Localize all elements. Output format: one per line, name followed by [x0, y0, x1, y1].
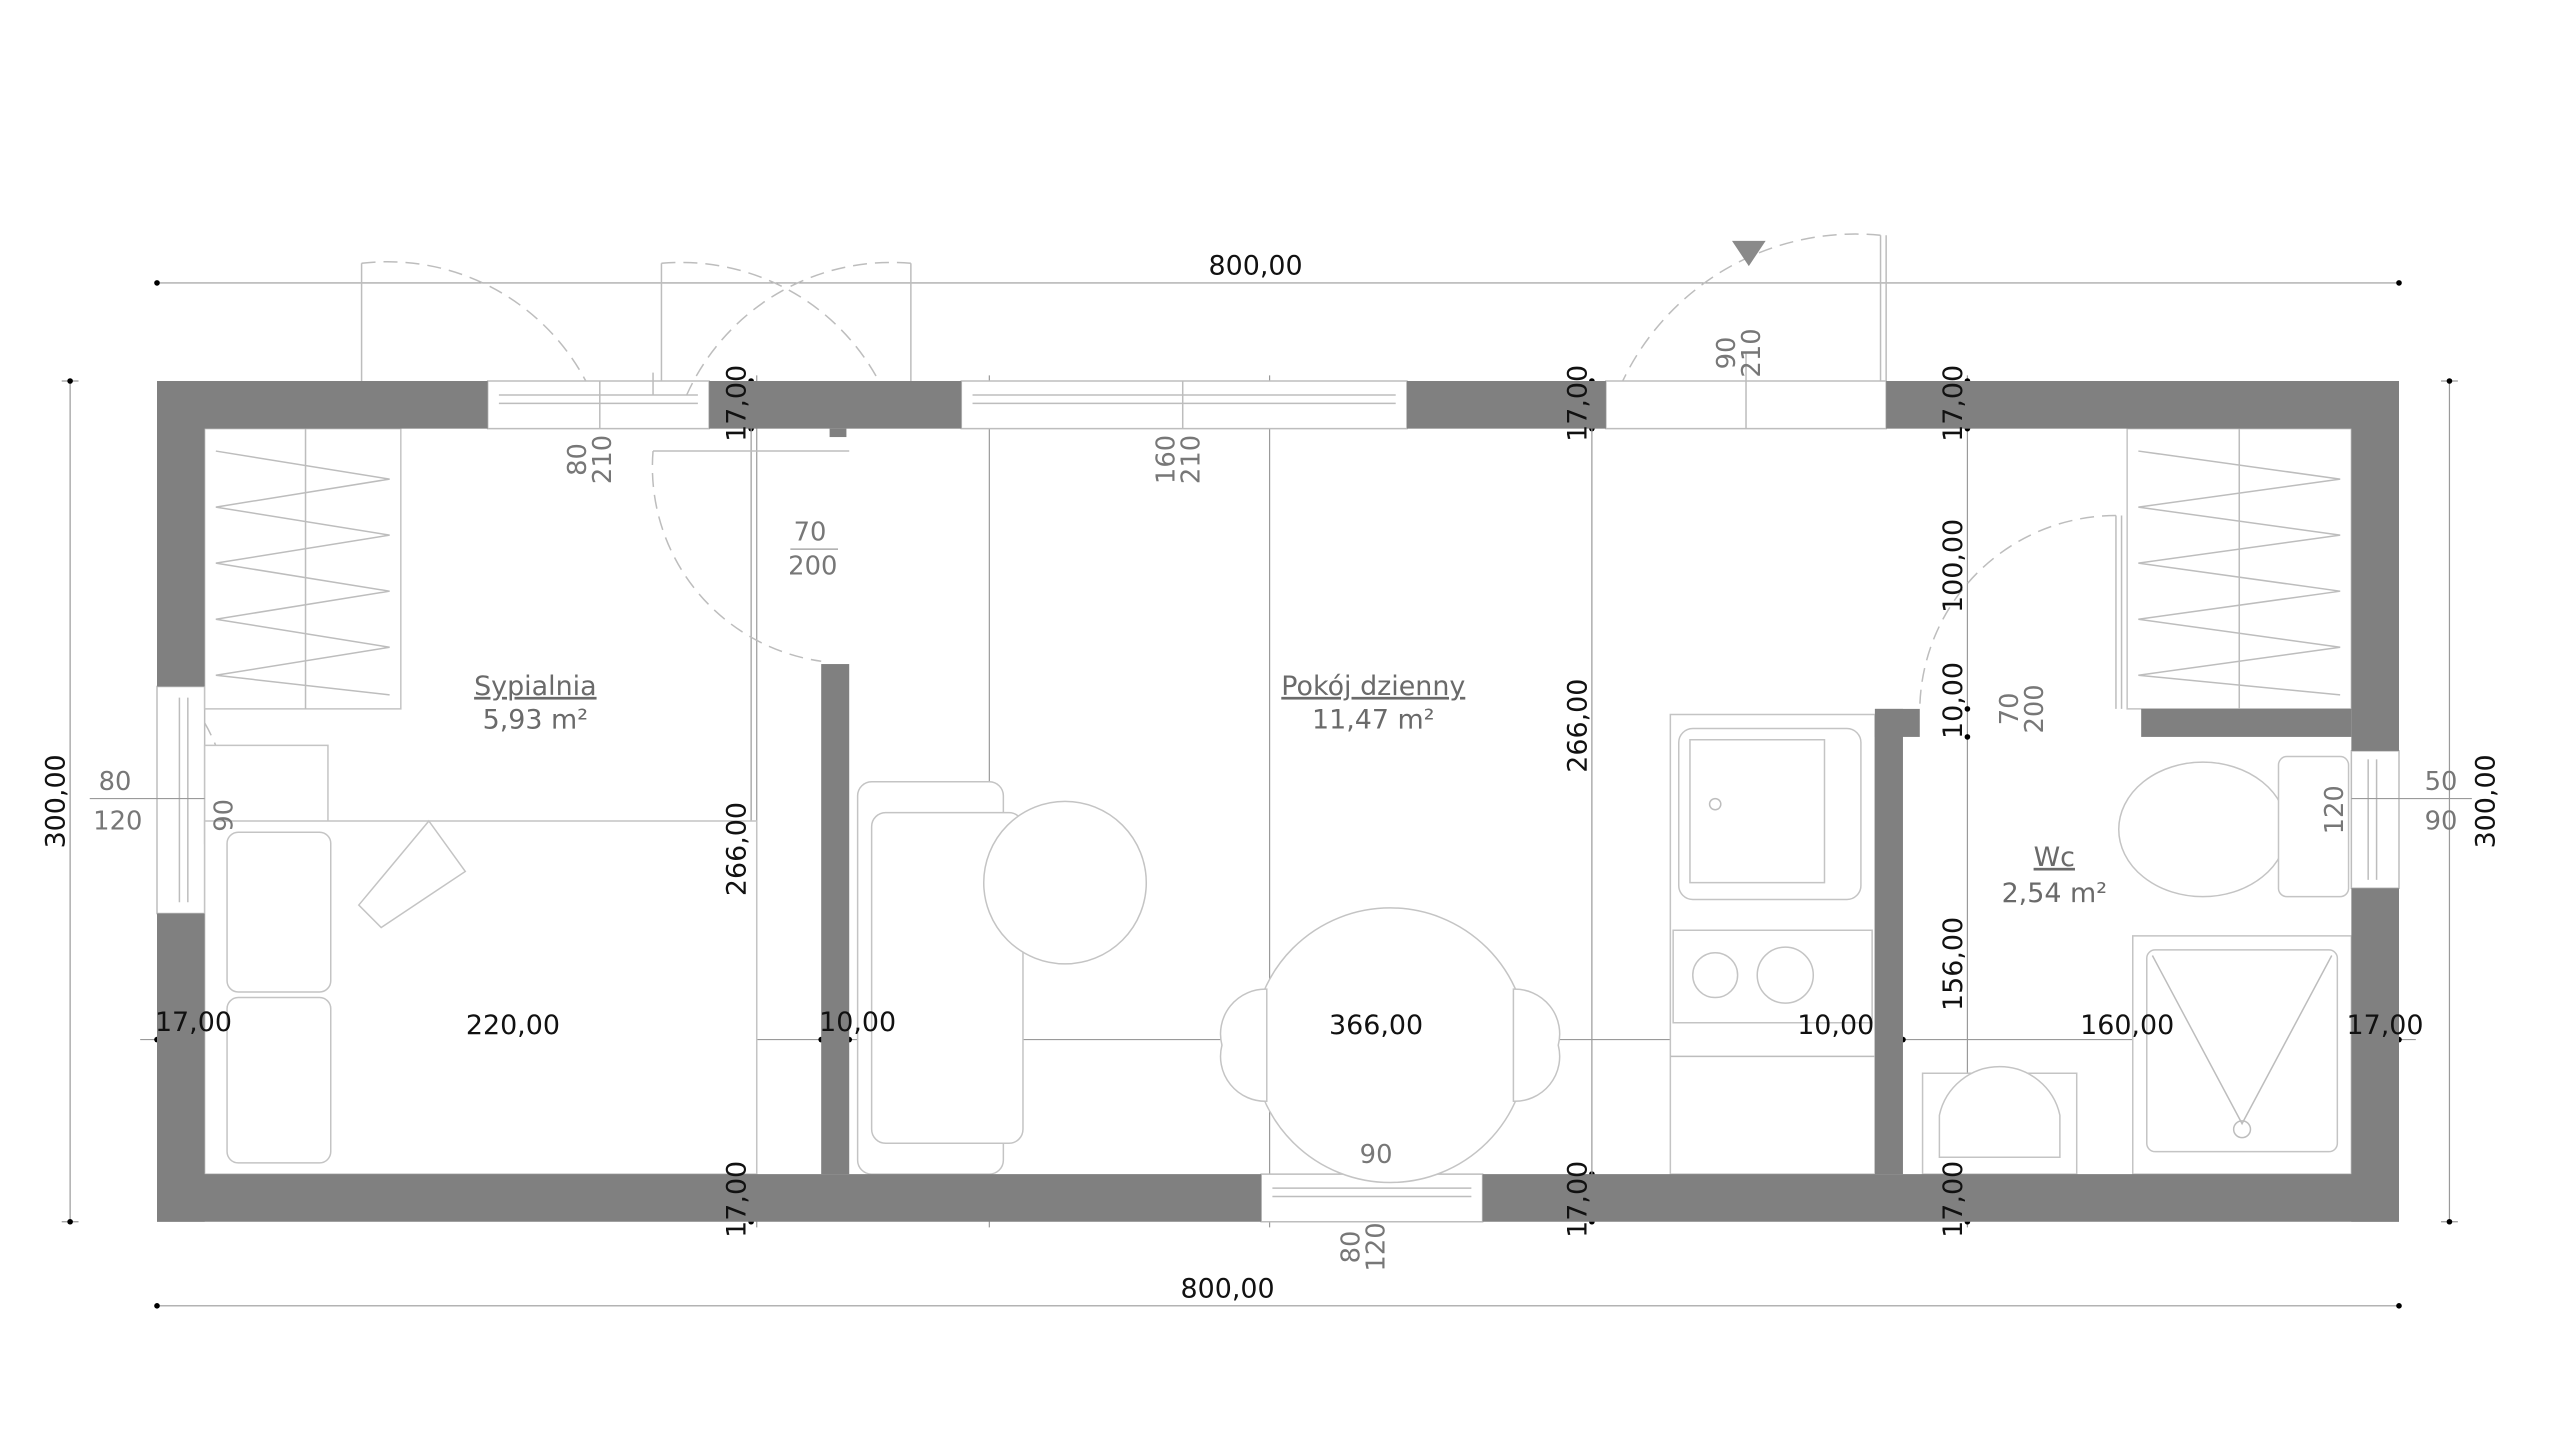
dim-wc-upper: 100,00 — [1938, 519, 1969, 613]
svg-text:80: 80 — [99, 767, 132, 797]
svg-text:160: 160 — [1151, 435, 1181, 484]
opening-labels: 80 210 160 210 90 210 70 200 80 120 90 7… — [90, 328, 2472, 1272]
svg-text:120: 120 — [2320, 785, 2350, 834]
svg-text:210: 210 — [588, 435, 618, 484]
svg-text:210: 210 — [1177, 435, 1207, 484]
svg-text:210: 210 — [1737, 328, 1767, 377]
room-area-living: 11,47 m² — [1312, 705, 1435, 736]
dim-height-bedroom: 266,00 — [722, 802, 753, 896]
dim-h-5: 10,00 — [1797, 1010, 1874, 1041]
svg-text:120: 120 — [1361, 1222, 1391, 1271]
svg-text:70: 70 — [1995, 692, 2025, 725]
room-name-bedroom: Sypialnia — [474, 671, 596, 702]
shower — [2133, 936, 2352, 1174]
wardrobe-wc — [2127, 429, 2351, 709]
svg-text:80: 80 — [563, 443, 593, 476]
dim-wc-lower: 156,00 — [1938, 917, 1969, 1011]
dim-wall-bottom-1: 17,00 — [722, 1161, 753, 1238]
kitchenette — [1670, 714, 1875, 1174]
dim-height-living: 266,00 — [1562, 679, 1593, 773]
toilet — [2119, 757, 2349, 897]
wardrobe-bedroom — [205, 429, 401, 709]
svg-text:90: 90 — [1712, 337, 1742, 370]
room-name-living: Pokój dzienny — [1281, 671, 1465, 702]
dim-wall-top-3: 17,00 — [1938, 365, 1969, 442]
dim-wall-top-2: 17,00 — [1562, 365, 1593, 442]
svg-text:70: 70 — [794, 518, 827, 548]
dim-right-total: 300,00 — [2470, 754, 2501, 848]
dim-wall-bottom-2: 17,00 — [1562, 1161, 1593, 1238]
svg-text:50: 50 — [2425, 767, 2458, 797]
room-labels: Sypialnia 5,93 m² Pokój dzienny 11,47 m²… — [474, 671, 2107, 909]
svg-text:120: 120 — [93, 806, 142, 836]
furniture — [205, 429, 2352, 1183]
dim-wc-wall: 10,00 — [1938, 662, 1969, 739]
svg-text:90: 90 — [210, 799, 240, 832]
dim-top-total: 800,00 — [1209, 251, 1303, 282]
bed — [205, 745, 757, 1174]
coffee-table — [984, 801, 1147, 964]
room-area-wc: 2,54 m² — [2002, 878, 2107, 909]
dim-wall-top-1: 17,00 — [722, 365, 753, 442]
room-area-bedroom: 5,93 m² — [483, 705, 588, 736]
dim-left-total: 300,00 — [41, 754, 72, 848]
svg-text:200: 200 — [788, 551, 837, 581]
svg-text:200: 200 — [2020, 684, 2050, 733]
openings — [157, 353, 2399, 1222]
svg-text:80: 80 — [1336, 1231, 1366, 1264]
svg-text:90: 90 — [1360, 1140, 1393, 1170]
walls — [157, 381, 2399, 1222]
dim-h-6: 160,00 — [2080, 1010, 2174, 1041]
dim-h-4: 366,00 — [1329, 1010, 1423, 1041]
dimension-labels: 800,00 800,00 300,00 300,00 17,00 17,00 … — [41, 251, 2502, 1305]
dim-h-7: 17,00 — [2346, 1010, 2423, 1041]
washbasin — [1923, 1067, 2077, 1174]
dim-bottom-total: 800,00 — [1181, 1273, 1275, 1304]
dining-set — [1221, 908, 1560, 1183]
dim-wall-bottom-3: 17,00 — [1938, 1161, 1969, 1238]
dim-h-2: 220,00 — [466, 1010, 560, 1041]
room-name-wc: Wc — [2034, 842, 2075, 873]
svg-text:90: 90 — [2425, 806, 2458, 836]
dim-h-3: 10,00 — [819, 1007, 896, 1038]
entrance-arrow-icon — [1732, 240, 1766, 267]
dim-h-1: 17,00 — [155, 1007, 232, 1038]
door-swings — [205, 234, 2122, 913]
